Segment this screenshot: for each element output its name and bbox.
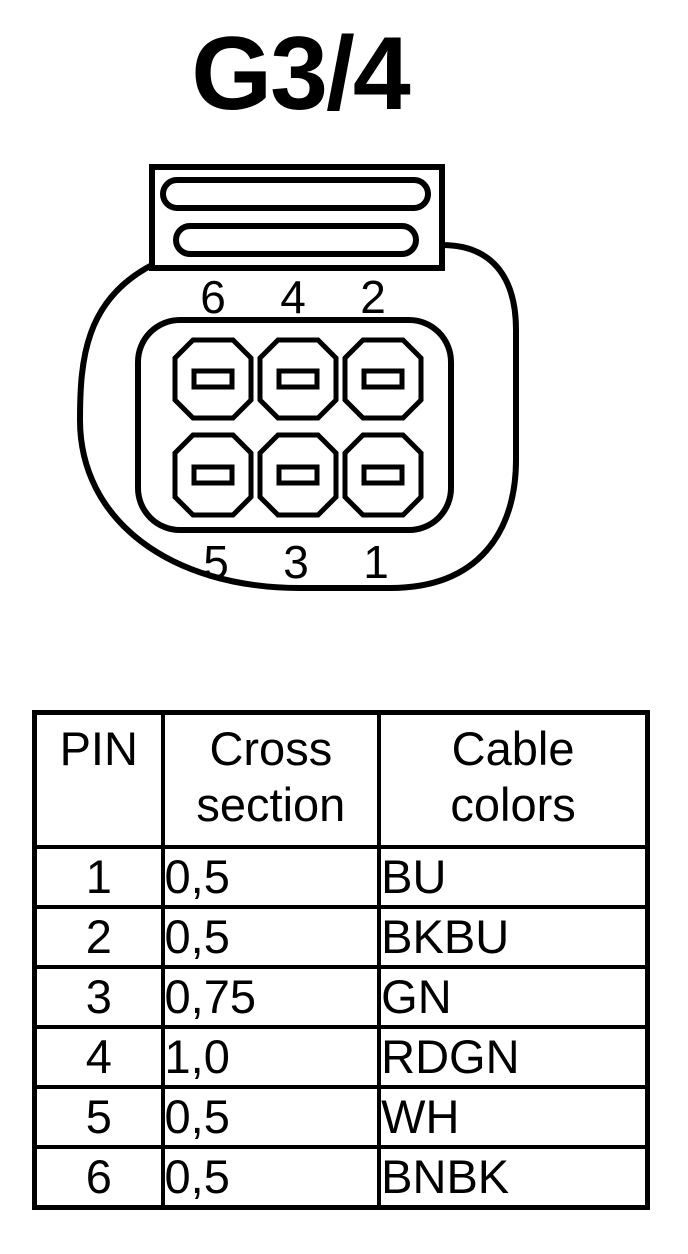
table-row: 2 0,5 BKBU (32, 905, 650, 969)
table-header-row: PIN Cross section Cable colors (32, 710, 650, 849)
cross-section-cell: 1,0 (160, 1025, 382, 1089)
pin-cavity-6 (172, 337, 254, 421)
pin-cavity-1 (342, 432, 424, 518)
pin-assignment-table: PIN Cross section Cable colors 1 0,5 BU … (32, 710, 650, 1210)
latch (149, 164, 445, 271)
table-row: 4 1,0 RDGN (32, 1025, 650, 1089)
pin-label-6: 6 (200, 271, 226, 323)
pin-label-4: 4 (280, 271, 306, 323)
pin-cavity-5 (172, 432, 254, 518)
bottom-pin-labels: 5 3 1 (203, 536, 389, 588)
header-cable-colors: Cable colors (377, 710, 650, 849)
pin-label-3: 3 (283, 536, 309, 588)
top-pin-labels: 6 4 2 (200, 271, 386, 323)
cross-section-cell: 0,5 (160, 1145, 382, 1210)
pin-cavities (172, 337, 424, 518)
connector-diagram: 6 4 2 5 3 1 (77, 164, 519, 591)
pin-cell: 2 (32, 905, 165, 969)
cable-color-cell: BKBU (377, 905, 650, 969)
header-pin: PIN (32, 710, 165, 849)
table-row: 5 0,5 WH (32, 1085, 650, 1149)
pin-label-2: 2 (360, 271, 386, 323)
cross-section-cell: 0,5 (160, 1085, 382, 1149)
cross-section-cell: 0,5 (160, 845, 382, 909)
pin-cell: 5 (32, 1085, 165, 1149)
connector-title: G3/4 (191, 16, 410, 132)
table-row: 1 0,5 BU (32, 845, 650, 909)
cable-color-cell: BU (377, 845, 650, 909)
cross-section-cell: 0,5 (160, 905, 382, 969)
cable-color-cell: RDGN (377, 1025, 650, 1089)
header-cross-section: Cross section (160, 710, 382, 849)
pin-cavity-2 (342, 337, 424, 421)
cable-color-cell: WH (377, 1085, 650, 1149)
pin-cell: 1 (32, 845, 165, 909)
pin-label-5: 5 (203, 536, 229, 588)
cable-color-cell: BNBK (377, 1145, 650, 1210)
pin-cell: 6 (32, 1145, 165, 1210)
pin-cavity-4 (257, 337, 339, 421)
table-row: 3 0,75 GN (32, 965, 650, 1029)
table-row: 6 0,5 BNBK (32, 1145, 650, 1210)
pin-label-1: 1 (363, 536, 389, 588)
pin-cell: 3 (32, 965, 165, 1029)
cross-section-cell: 0,75 (160, 965, 382, 1029)
connector-housing (77, 242, 519, 591)
pin-cell: 4 (32, 1025, 165, 1089)
cavity-frame (135, 317, 454, 533)
pin-cavity-3 (257, 432, 339, 518)
cable-color-cell: GN (377, 965, 650, 1029)
